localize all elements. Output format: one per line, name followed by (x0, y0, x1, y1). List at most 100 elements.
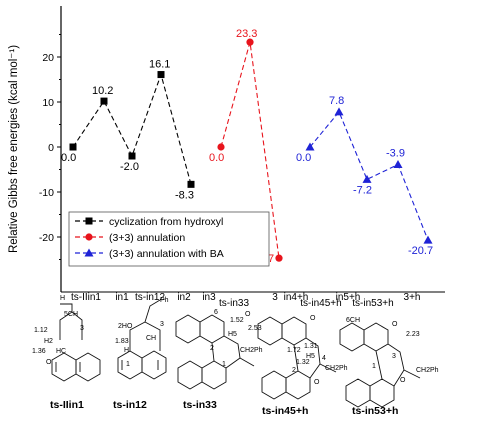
x-axis-label: ts-in45+h (300, 298, 341, 309)
s4-annotation: H5 (306, 353, 315, 360)
data-label: -8.3 (175, 189, 194, 201)
data-point (246, 38, 254, 46)
structure-label-3: ts-in33 (183, 399, 217, 411)
plot-axes: -20 -10 0 10 20 (39, 6, 445, 293)
s5-annotation: 1 (372, 363, 376, 370)
legend-label-series-2: (3+3) annulation with BA (109, 248, 224, 260)
x-axis-label: in2 (177, 292, 191, 303)
data-label: -3.9 (386, 148, 405, 160)
data-label: -20.7 (408, 245, 433, 257)
s5-annotation: 2.23 (406, 331, 420, 338)
structure-ts-in53h: ts-in53+h (339, 322, 421, 417)
y-tick-label: 0 (48, 142, 54, 154)
y-tick-group: -20 -10 0 10 20 (39, 34, 61, 260)
x-axis-label: in3 (202, 292, 216, 303)
s4-annotation: CH2Ph (325, 365, 348, 372)
structure-ts-IIin1: ts-IIin1 (50, 303, 101, 411)
s3-annotation: H5 (228, 331, 237, 338)
structure-label-5: ts-in53+h (352, 405, 398, 417)
s4-annotation: O (310, 315, 316, 322)
s5-annotation: CH2Ph (416, 367, 439, 374)
data-label: 0.0 (296, 152, 311, 164)
s2-annotation: 1.83 (115, 338, 129, 345)
s1-annotation: O (46, 359, 52, 366)
x-axis-label: in5+h (336, 292, 361, 303)
s2-annotation: Ph (160, 297, 169, 304)
data-point (69, 143, 77, 151)
s2-annotation: 1 (126, 361, 130, 368)
x-axis-label: 3+h (404, 292, 421, 303)
legend: cyclization from hydroxyl (3+3) annulati… (68, 211, 270, 267)
s1-annotation: 1.36 (32, 348, 46, 355)
data-label: 16.1 (149, 59, 170, 71)
s1-annotation: HC (56, 348, 66, 355)
s4-annotation: O (314, 379, 320, 386)
x-axis-label: 3 (272, 292, 278, 303)
s4-annotation: 1.31 (304, 343, 318, 350)
y-tick-label: -10 (39, 187, 54, 199)
legend-label-series-0: cyclization from hydroxyl (109, 216, 223, 228)
legend-label-series-1: (3+3) annulation (109, 232, 185, 244)
data-point (334, 107, 344, 116)
x-axis-label: ts-in33 (219, 298, 249, 309)
y-tick-label: 10 (42, 97, 54, 109)
y-tick-label: -20 (39, 232, 54, 244)
s3-annotation: 2 (210, 345, 214, 352)
x-axis-label: ts-in12 (135, 292, 165, 303)
data-label: -2.0 (120, 161, 139, 173)
structure-label-1: ts-IIin1 (50, 399, 84, 411)
data-point (275, 254, 283, 262)
s2-annotation: 3 (160, 321, 164, 328)
data-point (362, 174, 372, 183)
s4-annotation: 1.72 (287, 347, 301, 354)
data-label: 23.3 (236, 28, 257, 40)
s3-annotation: 1 (222, 361, 226, 368)
data-point (217, 143, 225, 151)
s4-annotation: 4 (322, 355, 326, 362)
s3-annotation: 6 (214, 309, 218, 316)
s4-annotation: 2 (292, 367, 296, 374)
s3-annotation: CH2Ph (240, 347, 263, 354)
data-point (393, 160, 403, 169)
s1-annotation: H (60, 295, 65, 302)
data-label: 10.2 (92, 85, 113, 97)
y-tick-label: 20 (42, 52, 54, 64)
s2-annotation: H (124, 347, 129, 354)
s5-annotation: O (400, 377, 406, 384)
x-axis-label: in4+h (284, 292, 309, 303)
s4-annotation: 1.32 (296, 359, 310, 366)
s3-annotation: 2.53 (248, 325, 262, 332)
data-label: 0.0 (209, 152, 224, 164)
data-label: 0.0 (61, 152, 76, 164)
s5-annotation: O (392, 321, 398, 328)
s1-annotation: H2 (44, 338, 53, 345)
series-line-0 (72, 72, 192, 185)
s1-annotation: 1.12 (34, 327, 48, 334)
structure-ts-in33: ts-in33 (175, 314, 255, 411)
s3-annotation: O (245, 311, 251, 318)
data-point (305, 142, 315, 151)
x-axis-label: ts-in53+h (352, 298, 393, 309)
data-point (100, 97, 108, 105)
s2-annotation: CH (146, 335, 156, 342)
data-point (187, 180, 195, 188)
s1-annotation: 3 (80, 325, 84, 332)
y-axis-title: Relative Gibbs free energies (kcal mol⁻¹… (8, 45, 20, 253)
s5-annotation: 3 (392, 353, 396, 360)
s5-annotation: 6CH (346, 317, 360, 324)
structure-ts-in45h: ts-in45+h (257, 316, 337, 417)
legend-marker-series-2 (84, 248, 94, 257)
s2-annotation: 2HO (118, 323, 133, 330)
data-point (128, 152, 136, 160)
s3-annotation: 1.52 (230, 317, 244, 324)
structure-label-2: ts-in12 (113, 399, 147, 411)
structure-ts-in12: ts-in12 (113, 299, 167, 411)
legend-marker-series-1 (85, 233, 93, 241)
data-point (157, 71, 165, 79)
x-axis-label: ts-IIin1 (71, 292, 101, 303)
series-line-2 (309, 110, 429, 241)
x-axis-label: in1 (115, 292, 129, 303)
data-label: -7.2 (353, 184, 372, 196)
